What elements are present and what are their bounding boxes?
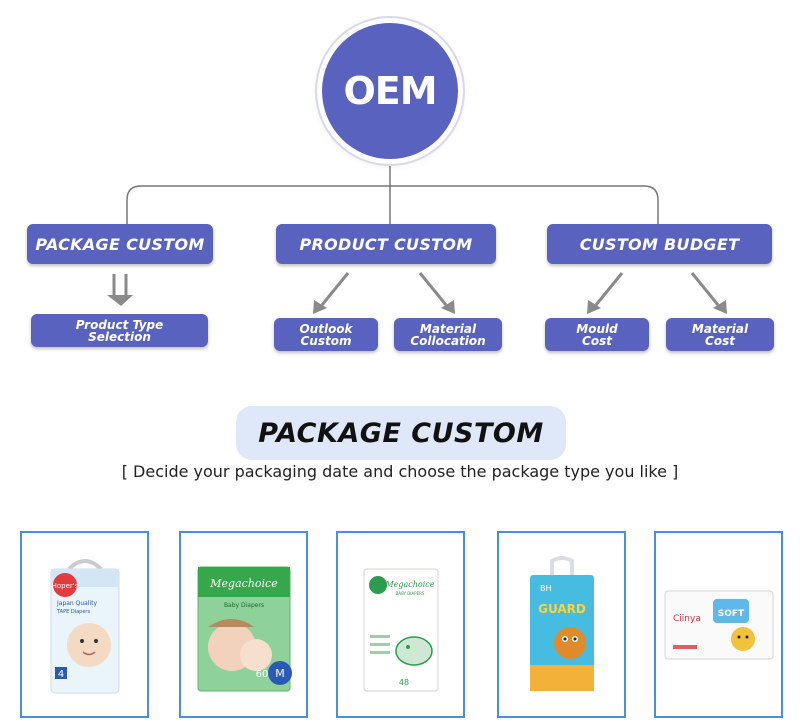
arrow-budget-mould xyxy=(587,272,624,314)
diaper-pack-image: Hoper's Japan Quality TAPE Diapers 4 xyxy=(50,558,119,693)
child-material-collocation: Material Collocation xyxy=(394,318,502,351)
svg-text:Baby Diapers: Baby Diapers xyxy=(223,602,263,609)
diaper-pack-image: Megachoice BABY DIAPERS 48 xyxy=(363,568,438,691)
category-custom-budget: CUSTOM BUDGET xyxy=(547,224,772,264)
child-material-cost: Material Cost xyxy=(666,318,774,351)
diaper-pack-image: BH GUARD xyxy=(529,555,594,691)
arrow-budget-material xyxy=(690,272,727,314)
child-outlook-custom: Outlook Custom xyxy=(274,318,378,351)
svg-text:48: 48 xyxy=(398,678,408,687)
svg-text:GUARD: GUARD xyxy=(538,602,586,616)
svg-text:BABY DIAPERS: BABY DIAPERS xyxy=(395,591,424,596)
svg-text:Megachoice: Megachoice xyxy=(384,580,434,589)
diaper-pack-image: Megachoice Baby Diapers M 60 xyxy=(197,566,292,691)
connector-branch-bar xyxy=(126,185,659,224)
svg-text:Megachoice: Megachoice xyxy=(209,577,278,590)
section-subtitle: [ Decide your packaging date and choose … xyxy=(121,462,679,481)
svg-text:M: M xyxy=(275,667,285,680)
oem-root-node: OEM xyxy=(322,23,458,159)
child-mould-cost: Mould Cost xyxy=(545,318,649,351)
oem-label: OEM xyxy=(343,69,437,113)
diaper-pack-image: Ciinya SOFT xyxy=(664,590,773,659)
package-card-1: Hoper's Japan Quality TAPE Diapers 4 xyxy=(20,531,149,718)
svg-text:4: 4 xyxy=(57,669,63,680)
double-arrow-icon xyxy=(107,274,133,306)
svg-text:SOFT: SOFT xyxy=(717,609,744,619)
category-product-custom: PRODUCT CUSTOM xyxy=(276,224,496,264)
svg-text:Ciinya: Ciinya xyxy=(673,614,701,624)
section-title: PACKAGE CUSTOM xyxy=(258,417,544,449)
package-card-5: Ciinya SOFT xyxy=(654,531,783,718)
arrow-product-outlook xyxy=(313,272,350,314)
package-card-4: BH GUARD xyxy=(497,531,626,718)
svg-text:Japan Quality: Japan Quality xyxy=(56,600,98,607)
section-title-banner: PACKAGE CUSTOM xyxy=(236,406,566,460)
arrow-product-material xyxy=(418,272,455,314)
category-package-custom: PACKAGE CUSTOM xyxy=(27,224,213,264)
package-card-3: Megachoice BABY DIAPERS 48 xyxy=(336,531,465,718)
child-product-type-selection: Product Type Selection xyxy=(31,314,208,347)
package-card-2: Megachoice Baby Diapers M 60 xyxy=(179,531,308,718)
svg-text:TAPE Diapers: TAPE Diapers xyxy=(56,609,90,615)
brand-mark: Hoper's xyxy=(51,582,78,590)
svg-text:60: 60 xyxy=(255,669,268,680)
svg-text:BH: BH xyxy=(540,584,552,593)
